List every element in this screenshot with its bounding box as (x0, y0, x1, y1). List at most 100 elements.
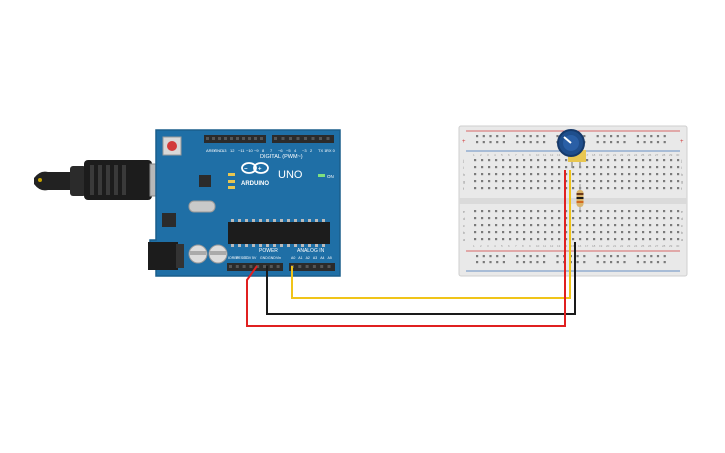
tie-hole[interactable] (544, 224, 547, 227)
rail-hole[interactable] (502, 135, 505, 138)
rail-hole[interactable] (536, 261, 539, 264)
tie-hole[interactable] (516, 187, 519, 190)
tie-hole[interactable] (509, 231, 512, 234)
tie-hole[interactable] (635, 187, 638, 190)
tie-hole[interactable] (565, 217, 568, 220)
tie-hole[interactable] (614, 180, 617, 183)
tie-hole[interactable] (516, 166, 519, 169)
tie-hole[interactable] (628, 166, 631, 169)
tie-hole[interactable] (516, 217, 519, 220)
rail-hole[interactable] (610, 255, 613, 258)
tie-hole[interactable] (502, 217, 505, 220)
pin-hole[interactable] (304, 137, 307, 140)
rail-hole[interactable] (663, 255, 666, 258)
pin-hole[interactable] (212, 137, 215, 140)
tie-hole[interactable] (551, 180, 554, 183)
tie-hole[interactable] (614, 238, 617, 241)
tie-hole[interactable] (495, 187, 498, 190)
tie-hole[interactable] (635, 159, 638, 162)
tie-hole[interactable] (516, 238, 519, 241)
tie-hole[interactable] (635, 224, 638, 227)
tie-hole[interactable] (677, 159, 680, 162)
tie-hole[interactable] (495, 224, 498, 227)
pin-hole[interactable] (327, 265, 331, 268)
tie-hole[interactable] (642, 166, 645, 169)
tie-hole[interactable] (509, 238, 512, 241)
pin-hole[interactable] (260, 137, 263, 140)
rail-hole[interactable] (502, 141, 505, 144)
tie-hole[interactable] (565, 231, 568, 234)
tie-hole[interactable] (516, 180, 519, 183)
tie-hole[interactable] (509, 173, 512, 176)
tie-hole[interactable] (551, 224, 554, 227)
tie-hole[interactable] (642, 210, 645, 213)
rail-hole[interactable] (636, 255, 639, 258)
rail-hole[interactable] (576, 261, 579, 264)
rail-hole[interactable] (616, 141, 619, 144)
tie-hole[interactable] (600, 231, 603, 234)
tie-hole[interactable] (635, 180, 638, 183)
tie-hole[interactable] (516, 173, 519, 176)
tie-hole[interactable] (502, 166, 505, 169)
rail-hole[interactable] (529, 255, 532, 258)
tie-hole[interactable] (544, 166, 547, 169)
tie-hole[interactable] (530, 180, 533, 183)
rail-hole[interactable] (596, 255, 599, 258)
rail-hole[interactable] (583, 135, 586, 138)
tie-hole[interactable] (586, 187, 589, 190)
tie-hole[interactable] (649, 238, 652, 241)
rail-hole[interactable] (583, 255, 586, 258)
pin-hole[interactable] (229, 265, 232, 268)
tie-hole[interactable] (656, 238, 659, 241)
tie-hole[interactable] (663, 224, 666, 227)
tie-hole[interactable] (663, 210, 666, 213)
tie-hole[interactable] (488, 231, 491, 234)
power-header[interactable] (227, 263, 283, 271)
tie-hole[interactable] (537, 187, 540, 190)
rail-hole[interactable] (482, 255, 485, 258)
tie-hole[interactable] (544, 173, 547, 176)
tie-hole[interactable] (502, 238, 505, 241)
pin-hole[interactable] (263, 265, 266, 268)
tie-hole[interactable] (642, 224, 645, 227)
tie-hole[interactable] (677, 187, 680, 190)
pin-hole[interactable] (235, 265, 239, 268)
tie-hole[interactable] (586, 217, 589, 220)
tie-hole[interactable] (607, 217, 610, 220)
rail-hole[interactable] (536, 135, 539, 138)
tie-hole[interactable] (642, 231, 645, 234)
tie-hole[interactable] (649, 224, 652, 227)
tie-hole[interactable] (635, 166, 638, 169)
tie-hole[interactable] (551, 166, 554, 169)
tie-hole[interactable] (488, 210, 491, 213)
tie-hole[interactable] (649, 159, 652, 162)
tie-hole[interactable] (607, 159, 610, 162)
tie-hole[interactable] (572, 217, 575, 220)
wire-5v[interactable] (246, 170, 566, 327)
pin-hole[interactable] (230, 137, 233, 140)
rail-hole[interactable] (496, 261, 499, 264)
tie-hole[interactable] (642, 159, 645, 162)
rail-hole[interactable] (643, 261, 646, 264)
tie-hole[interactable] (544, 238, 547, 241)
tie-hole[interactable] (656, 180, 659, 183)
tie-hole[interactable] (551, 217, 554, 220)
tie-hole[interactable] (621, 166, 624, 169)
tie-hole[interactable] (670, 224, 673, 227)
pin-hole[interactable] (296, 137, 300, 140)
tie-hole[interactable] (670, 173, 673, 176)
tie-hole[interactable] (670, 210, 673, 213)
rail-hole[interactable] (650, 141, 653, 144)
tie-hole[interactable] (488, 224, 491, 227)
rail-hole[interactable] (482, 261, 485, 264)
rail-hole[interactable] (663, 261, 666, 264)
tie-hole[interactable] (474, 238, 477, 241)
tie-hole[interactable] (607, 210, 610, 213)
tie-hole[interactable] (593, 159, 596, 162)
rail-hole[interactable] (496, 141, 499, 144)
tie-hole[interactable] (649, 173, 652, 176)
tie-hole[interactable] (509, 159, 512, 162)
tie-hole[interactable] (621, 217, 624, 220)
tie-hole[interactable] (488, 217, 491, 220)
tie-hole[interactable] (621, 238, 624, 241)
